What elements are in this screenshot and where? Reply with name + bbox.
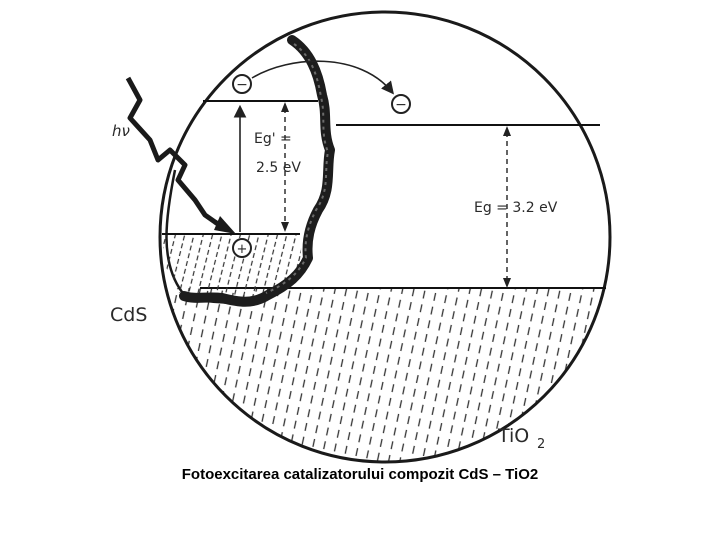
light-wave bbox=[125, 76, 226, 231]
eg-cds-arrowhead-bottom bbox=[281, 222, 289, 232]
tio2-label: TiO bbox=[497, 425, 529, 447]
cds-tio2-interface bbox=[179, 35, 335, 307]
electron-transfer-arrow bbox=[251, 60, 395, 95]
cds-valence-band bbox=[162, 234, 302, 300]
electron-cds-symbol: − bbox=[236, 77, 248, 93]
figure-caption: Fotoexcitarea catalizatorului compozit C… bbox=[181, 466, 539, 483]
cds-particle bbox=[162, 100, 318, 307]
hole-cds-symbol: + bbox=[237, 242, 248, 257]
electron-tio2 bbox=[391, 94, 411, 114]
electron-cds bbox=[232, 74, 252, 94]
eg-tio2-arrowhead-bottom bbox=[503, 278, 511, 288]
eg-tio2-arrowhead-top bbox=[503, 126, 511, 136]
eg-tio2-label: Eg = 3.2 eV bbox=[474, 200, 558, 216]
cds-label: CdS bbox=[110, 304, 147, 326]
hv-label: hν bbox=[112, 122, 130, 140]
hole-cds bbox=[232, 238, 252, 258]
eg-cds-label-line1: Eg' = bbox=[254, 131, 292, 147]
tio2-subscript: 2 bbox=[537, 437, 545, 452]
eg-cds-arrowhead-top bbox=[281, 102, 289, 112]
electron-tio2-symbol: − bbox=[395, 97, 407, 113]
eg-cds-label-line2: 2.5 eV bbox=[256, 160, 301, 176]
tio2-particle bbox=[158, 10, 612, 464]
light-wave-arrowhead bbox=[214, 216, 236, 234]
